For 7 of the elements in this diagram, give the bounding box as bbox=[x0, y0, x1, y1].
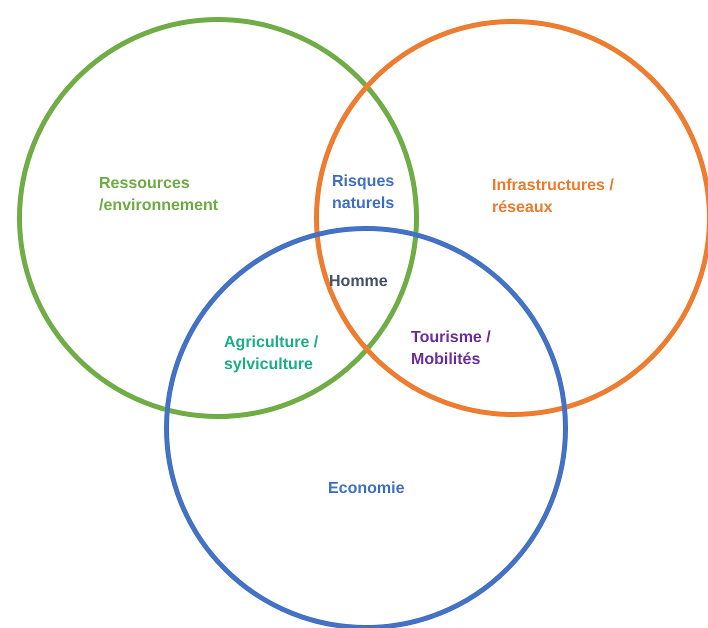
set-label: Infrastructures / réseaux bbox=[492, 176, 615, 218]
overlap-label: Tourisme / Mobilités bbox=[411, 328, 492, 370]
overlap-label: Risques naturels bbox=[332, 172, 396, 214]
set-label: Ressources /environnement bbox=[99, 174, 220, 216]
overlap-label: Agriculture / sylviculture bbox=[224, 333, 320, 375]
set-label: Economie bbox=[328, 479, 406, 499]
overlap-label: Homme bbox=[329, 272, 389, 292]
